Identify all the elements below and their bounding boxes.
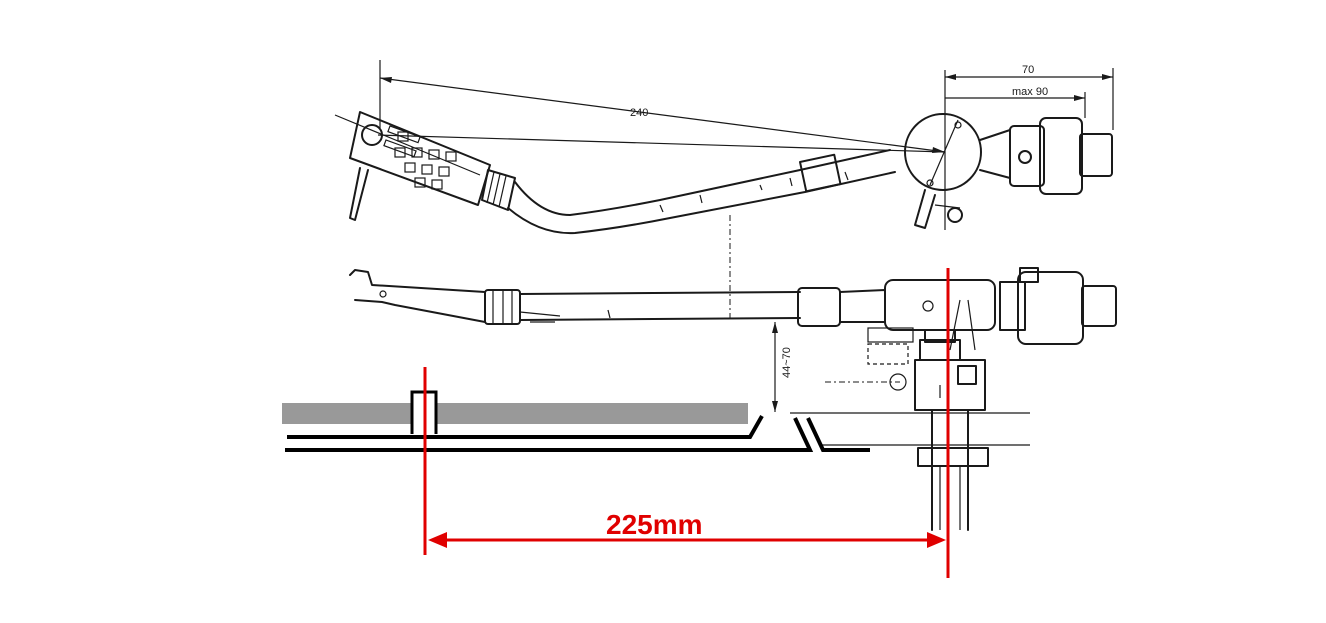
pillar-height-label: 44~70 bbox=[781, 347, 793, 378]
pivot-housing-side bbox=[825, 279, 996, 411]
headshell-collar-side bbox=[484, 289, 561, 325]
dimension-pillar-height: 44~70 bbox=[772, 322, 793, 412]
platter-assembly bbox=[282, 390, 870, 452]
mounting-distance-measurement: 225mm bbox=[423, 268, 950, 578]
rear-overhang-max-label: max 90 bbox=[1012, 86, 1048, 98]
platter-edge-lower bbox=[285, 417, 814, 452]
pivot-housing-top bbox=[904, 113, 1011, 191]
mounting-distance-label: 225mm bbox=[606, 509, 703, 540]
dimension-arm-length: 240 bbox=[379, 60, 946, 153]
headshell-top bbox=[349, 111, 491, 221]
counterweight-top bbox=[1009, 117, 1113, 195]
headshell-side bbox=[349, 269, 486, 323]
arm-tube-top bbox=[507, 149, 896, 235]
dimension-rear-overhang: 70 max 90 bbox=[944, 64, 1114, 230]
platter-mat bbox=[282, 403, 748, 424]
plinth-edge bbox=[806, 417, 870, 452]
tonearm-top-view: 240 bbox=[334, 60, 1114, 235]
arm-tube-side bbox=[519, 287, 886, 327]
lift-lever-top bbox=[914, 189, 963, 229]
arrowhead-right bbox=[927, 532, 946, 548]
headshell-collar-top bbox=[481, 169, 516, 211]
arrowhead-left bbox=[428, 532, 447, 548]
mounting-base-side bbox=[790, 409, 1030, 531]
counterweight-side bbox=[999, 267, 1117, 345]
platter-edge-upper bbox=[287, 415, 764, 439]
arm-length-label: 240 bbox=[630, 107, 648, 119]
rear-overhang-label: 70 bbox=[1022, 64, 1034, 76]
tonearm-side-view: 44~70 bbox=[349, 267, 1117, 531]
